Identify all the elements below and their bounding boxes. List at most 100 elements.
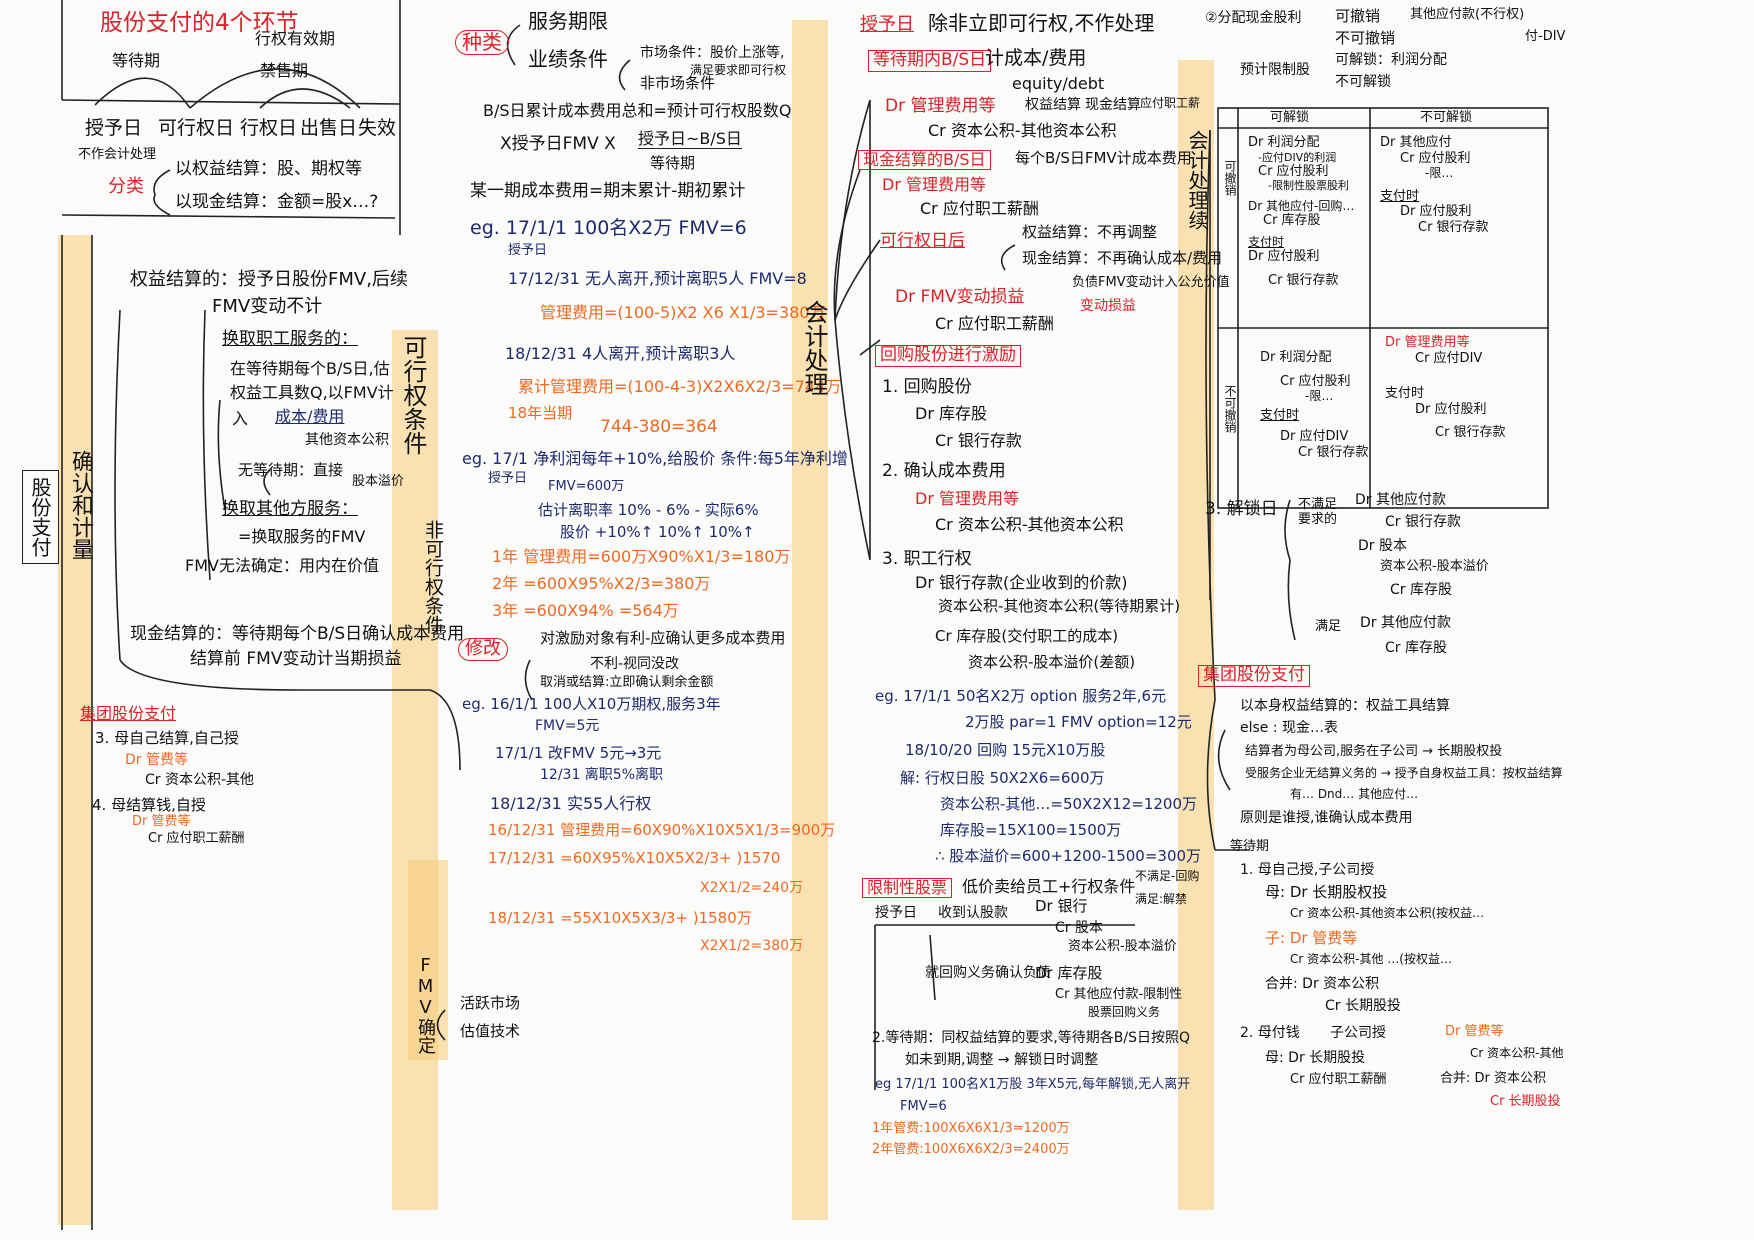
est-2: 不可解锁 <box>1335 74 1391 90</box>
svc-title: 换取职工服务的： <box>222 329 358 349</box>
fmv-label: FMV确定 <box>415 955 436 1054</box>
equity-settled: 权益结算的：授予日股份FMV,后续 <box>130 269 408 290</box>
dividend-4: 付-DIV <box>1525 29 1566 44</box>
other-1: =换取服务的FMV <box>238 527 366 546</box>
market-cond-b: 满足要求即可行权 <box>690 63 787 77</box>
rs-cr1: Cr 股本 <box>1055 920 1103 936</box>
eg3-c: 18/12/31 实55人行权 <box>490 794 652 813</box>
restricted-label: 限制性股票 <box>862 878 953 899</box>
rs-eg-3: 1年管费:100X6X6X1/3=1200万 <box>872 1121 1070 1136</box>
buyback-3-cr2: 资本公积-股本溢价(差额) <box>968 653 1136 671</box>
cell-line: -限制性股票股利 <box>1268 179 1349 193</box>
eg1: eg. 17/1/1 100名X2万 FMV=6 <box>470 217 747 239</box>
timeline-lapse: 失效 <box>358 117 397 139</box>
formula-1: B/S日累计成本费用总和=预计可行权股数Q <box>483 101 792 120</box>
unlock-cr-2: 资本公积-股本溢价 <box>1380 559 1489 574</box>
rs-cr4: 股票回购义务 <box>1088 1005 1161 1019</box>
buyback-3: 3. 职工行权 <box>882 549 972 569</box>
eg1-a: 17/12/31 无人离开,预计离职5人 FMV=8 <box>508 269 807 288</box>
buyback-2: 2. 确认成本费用 <box>882 461 1006 481</box>
highlight-strip <box>1178 60 1214 1210</box>
rs-cr2: 资本公积-股本溢价 <box>1068 939 1177 954</box>
highlight-strip <box>792 20 828 1220</box>
svc-2: 权益工具数Q,以FMV计 <box>230 383 394 402</box>
vertical-nonexercise: 非可行权条件 <box>422 520 444 634</box>
group-item-3-dr: Dr 管费等 <box>125 752 188 768</box>
eg1-grant: 授予日 <box>508 243 548 258</box>
vertical-accounting: 会计处理 <box>800 300 828 396</box>
group-line-5: 有… Dnd… 其他应付… <box>1290 787 1419 801</box>
group-line-17: 母: Dr 长期股投 <box>1265 1050 1366 1066</box>
formula-5: 某一期成本费用=期末累计-期初累计 <box>470 181 746 201</box>
rs-1: 收到认股款 <box>938 905 1008 921</box>
cell-line: 支付时 <box>1380 188 1420 204</box>
svc-6: 无等待期：直接 <box>238 461 344 479</box>
restricted-text: 低价卖给员工+行权条件 <box>962 877 1136 896</box>
eg4-d: 解: 行权日股 50X2X6=600万 <box>900 769 1105 787</box>
cell-line: Dr 管理费用等 <box>1385 335 1470 350</box>
modify-2: 不利-视同没改 <box>590 656 680 672</box>
after-3: 负债FMV变动计入公允价值 <box>1072 275 1230 290</box>
wait-label: 等待期内B/S日 <box>868 50 992 72</box>
col1-title: 股份支付的4个环节 <box>100 10 299 36</box>
rs-dr: Dr 银行 <box>1035 897 1088 915</box>
svc-7: 股本溢价 <box>352 474 405 489</box>
formula-2: X授予日FMV X <box>500 134 616 154</box>
buyback-3-dr: Dr 银行存款(企业收到的价款) <box>915 573 1128 592</box>
table-cell-c: Dr 利润分配 Cr 应付股利 -限… 支付时 Dr 应付DIV Cr 银行存款 <box>1260 350 1369 460</box>
eg2-d: 2年 =600X95%X2/3=380万 <box>492 574 711 593</box>
main-topic: 股份支付 <box>22 470 59 564</box>
fmv-1: 活跃市场 <box>460 994 521 1012</box>
cell-line: 支付时 <box>1385 386 1425 402</box>
modify-1: 对激励对象有利-应确认更多成本费用 <box>540 629 786 647</box>
rs-cr3: Cr 其他应付款-限制性 <box>1055 987 1183 1002</box>
wait-cr: Cr 资本公积-其他资本公积 <box>928 121 1117 140</box>
group-line-18: Cr 应付职工薪酬 <box>1290 1072 1387 1087</box>
nonmarket: 非市场条件 <box>640 74 716 92</box>
group-line-3: 结算者为母公司,服务在子公司 → 长期股权投 <box>1245 744 1503 759</box>
unlock-label: 3. 解锁日 <box>1205 499 1278 519</box>
grant-label: 授予日 <box>860 14 914 35</box>
grant-text: 除非立即可行权,不作处理 <box>928 11 1155 35</box>
after-label: 可行权日后 <box>880 231 965 251</box>
unlock-cr-1: Cr 银行存款 <box>1385 514 1461 530</box>
group-item-4-dr: Dr 管费等 <box>132 814 191 829</box>
eg4: eg. 17/1/1 50名X2万 option 服务2年,6元 <box>875 687 1167 705</box>
unlock-dr-3: Dr 其他应付款 <box>1360 615 1451 631</box>
eg3-b: 12/31 离职5%离职 <box>540 767 664 783</box>
group-line-16: 子公司授 <box>1330 1025 1386 1041</box>
wait-note-1: 权益结算 <box>1025 97 1081 113</box>
highlight-strip <box>392 330 438 1210</box>
vertical-recognition: 确认和计量 <box>68 450 93 560</box>
table-cell-d: Dr 管理费用等 Cr 应付DIV 支付时 Dr 应付股利 Cr 银行存款 <box>1385 335 1506 441</box>
cash-settled-2: 结算前 FMV变动计当期损益 <box>190 649 402 669</box>
cash-bs-text: 每个B/S日FMV计成本费用 <box>1015 149 1192 167</box>
group-line-22: Cr 长期股投 <box>1490 1094 1561 1109</box>
group-item-4-cr: Cr 应付职工薪酬 <box>148 831 245 846</box>
dividend-1: 可撤销 <box>1335 7 1381 25</box>
group-line-15: 2. 母付钱 <box>1240 1025 1300 1041</box>
kinds-label: 种类 <box>455 30 509 55</box>
group-line-20: Cr 资本公积-其他 <box>1470 1046 1564 1060</box>
after-dr: Dr FMV变动损益 <box>895 287 1025 307</box>
eg4-c: 18/10/20 回购 15元X10万股 <box>905 741 1106 759</box>
group-item-3: 3. 母自己结算,自己授 <box>95 729 239 747</box>
timeline-vesting: 可行权日 <box>158 117 235 139</box>
unlock-1: 不满足要求的 <box>1298 497 1338 527</box>
table-cell-b: Dr 其他应付 Cr 应付股利 -限… 支付时 Dr 应付股利 Cr 银行存款 <box>1380 135 1489 235</box>
note-grant: 不作会计处理 <box>78 147 157 162</box>
cell-line: Cr 银行存款 <box>1435 425 1506 441</box>
cell-line: Cr 银行存款 <box>1418 219 1489 235</box>
eg3: eg. 16/1/1 100人X10万期权,服务3年 <box>462 695 721 713</box>
eg4-e: 资本公积-其他…=50X2X12=1200万 <box>940 795 1197 813</box>
group-line-7: 等待期 <box>1230 839 1270 854</box>
cell-line: Cr 银行存款 <box>1268 272 1339 288</box>
modify-3: 取消或结算:立即确认剩余金额 <box>540 675 714 690</box>
highlight-strip <box>58 235 92 1225</box>
group-line-21: 合并: Dr 资本公积 <box>1440 1071 1546 1086</box>
buyback-1-dr: Dr 库存股 <box>915 404 987 423</box>
group-line-8: 1. 母自己授,子公司授 <box>1240 862 1375 878</box>
est-title: 预计限制股 <box>1240 62 1310 78</box>
table-row-irrevocable: 不可撤销 <box>1223 385 1237 433</box>
cell-line: Cr 库存股 <box>1263 212 1321 228</box>
